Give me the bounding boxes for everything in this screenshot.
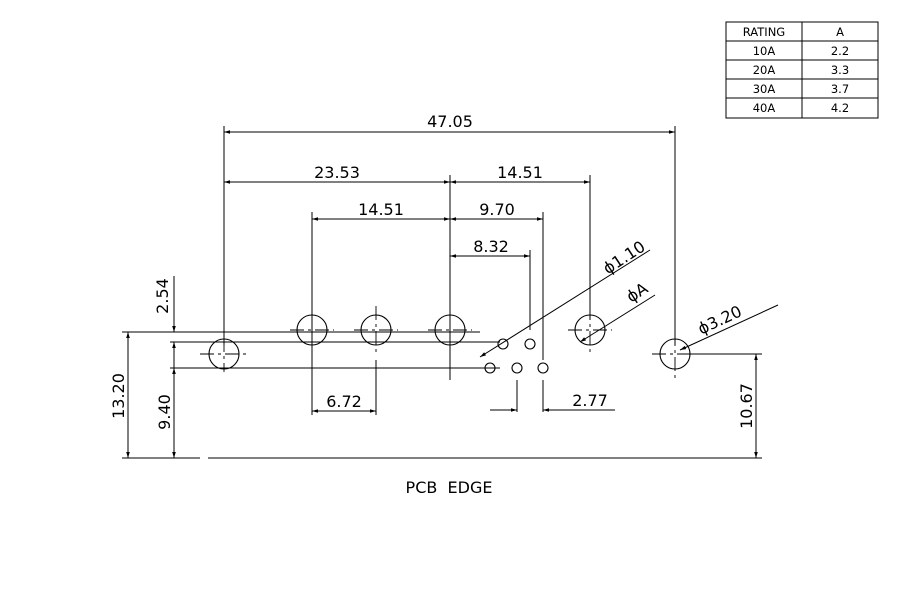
leader-lines bbox=[479, 249, 779, 358]
dim-hole-dia-mount: ϕ3.20 bbox=[695, 302, 745, 339]
rating-table: RATING A 10A 2.2 20A 3.3 30A 3.7 40A 4.2 bbox=[725, 21, 879, 119]
dim-hole-dia-small: ϕ1.10 bbox=[599, 237, 648, 278]
dim-left-pitch: 14.51 bbox=[358, 200, 404, 219]
table-cell: 2.2 bbox=[831, 44, 849, 58]
table-cell: 40A bbox=[753, 101, 776, 115]
extension-lines bbox=[223, 126, 676, 415]
table-cell: 4.2 bbox=[831, 101, 849, 115]
table-header-a: A bbox=[836, 25, 844, 39]
dim-left-to-center: 23.53 bbox=[314, 163, 360, 182]
pcb-edge-label: PCB EDGE bbox=[406, 478, 493, 497]
pin-hole bbox=[537, 362, 549, 374]
dim-vertical-lower: 9.40 bbox=[155, 394, 174, 430]
dim-hole-pitch: 6.72 bbox=[326, 392, 362, 411]
dim-center-to-right: 14.51 bbox=[497, 163, 543, 182]
dim-center-to-pin2: 8.32 bbox=[473, 237, 509, 256]
dim-vertical-right: 10.67 bbox=[737, 383, 756, 429]
pin-hole bbox=[511, 362, 523, 374]
table-cell: 3.3 bbox=[831, 63, 849, 77]
table-cell: 3.7 bbox=[831, 82, 849, 96]
pin-hole bbox=[497, 338, 509, 350]
table-cell: 30A bbox=[753, 82, 776, 96]
dimension-lines bbox=[126, 130, 758, 458]
dim-vertical-upper: 2.54 bbox=[153, 278, 172, 314]
dim-center-to-pin: 9.70 bbox=[479, 200, 515, 219]
pin-hole bbox=[524, 338, 536, 350]
centerlines bbox=[200, 306, 698, 378]
dim-pin-pitch: 2.77 bbox=[572, 391, 608, 410]
reference-lines bbox=[122, 331, 762, 459]
table-cell: 10A bbox=[753, 44, 776, 58]
dim-hole-dia-a: ϕA bbox=[623, 279, 651, 307]
dim-vertical-total: 13.20 bbox=[109, 373, 128, 419]
dimension-labels: 47.05 23.53 14.51 14.51 9.70 8.32 6.72 2… bbox=[109, 112, 756, 497]
dim-overall-width: 47.05 bbox=[427, 112, 473, 131]
pin-hole bbox=[484, 362, 496, 374]
table-header-rating: RATING bbox=[743, 25, 785, 39]
table-cell: 20A bbox=[753, 63, 776, 77]
